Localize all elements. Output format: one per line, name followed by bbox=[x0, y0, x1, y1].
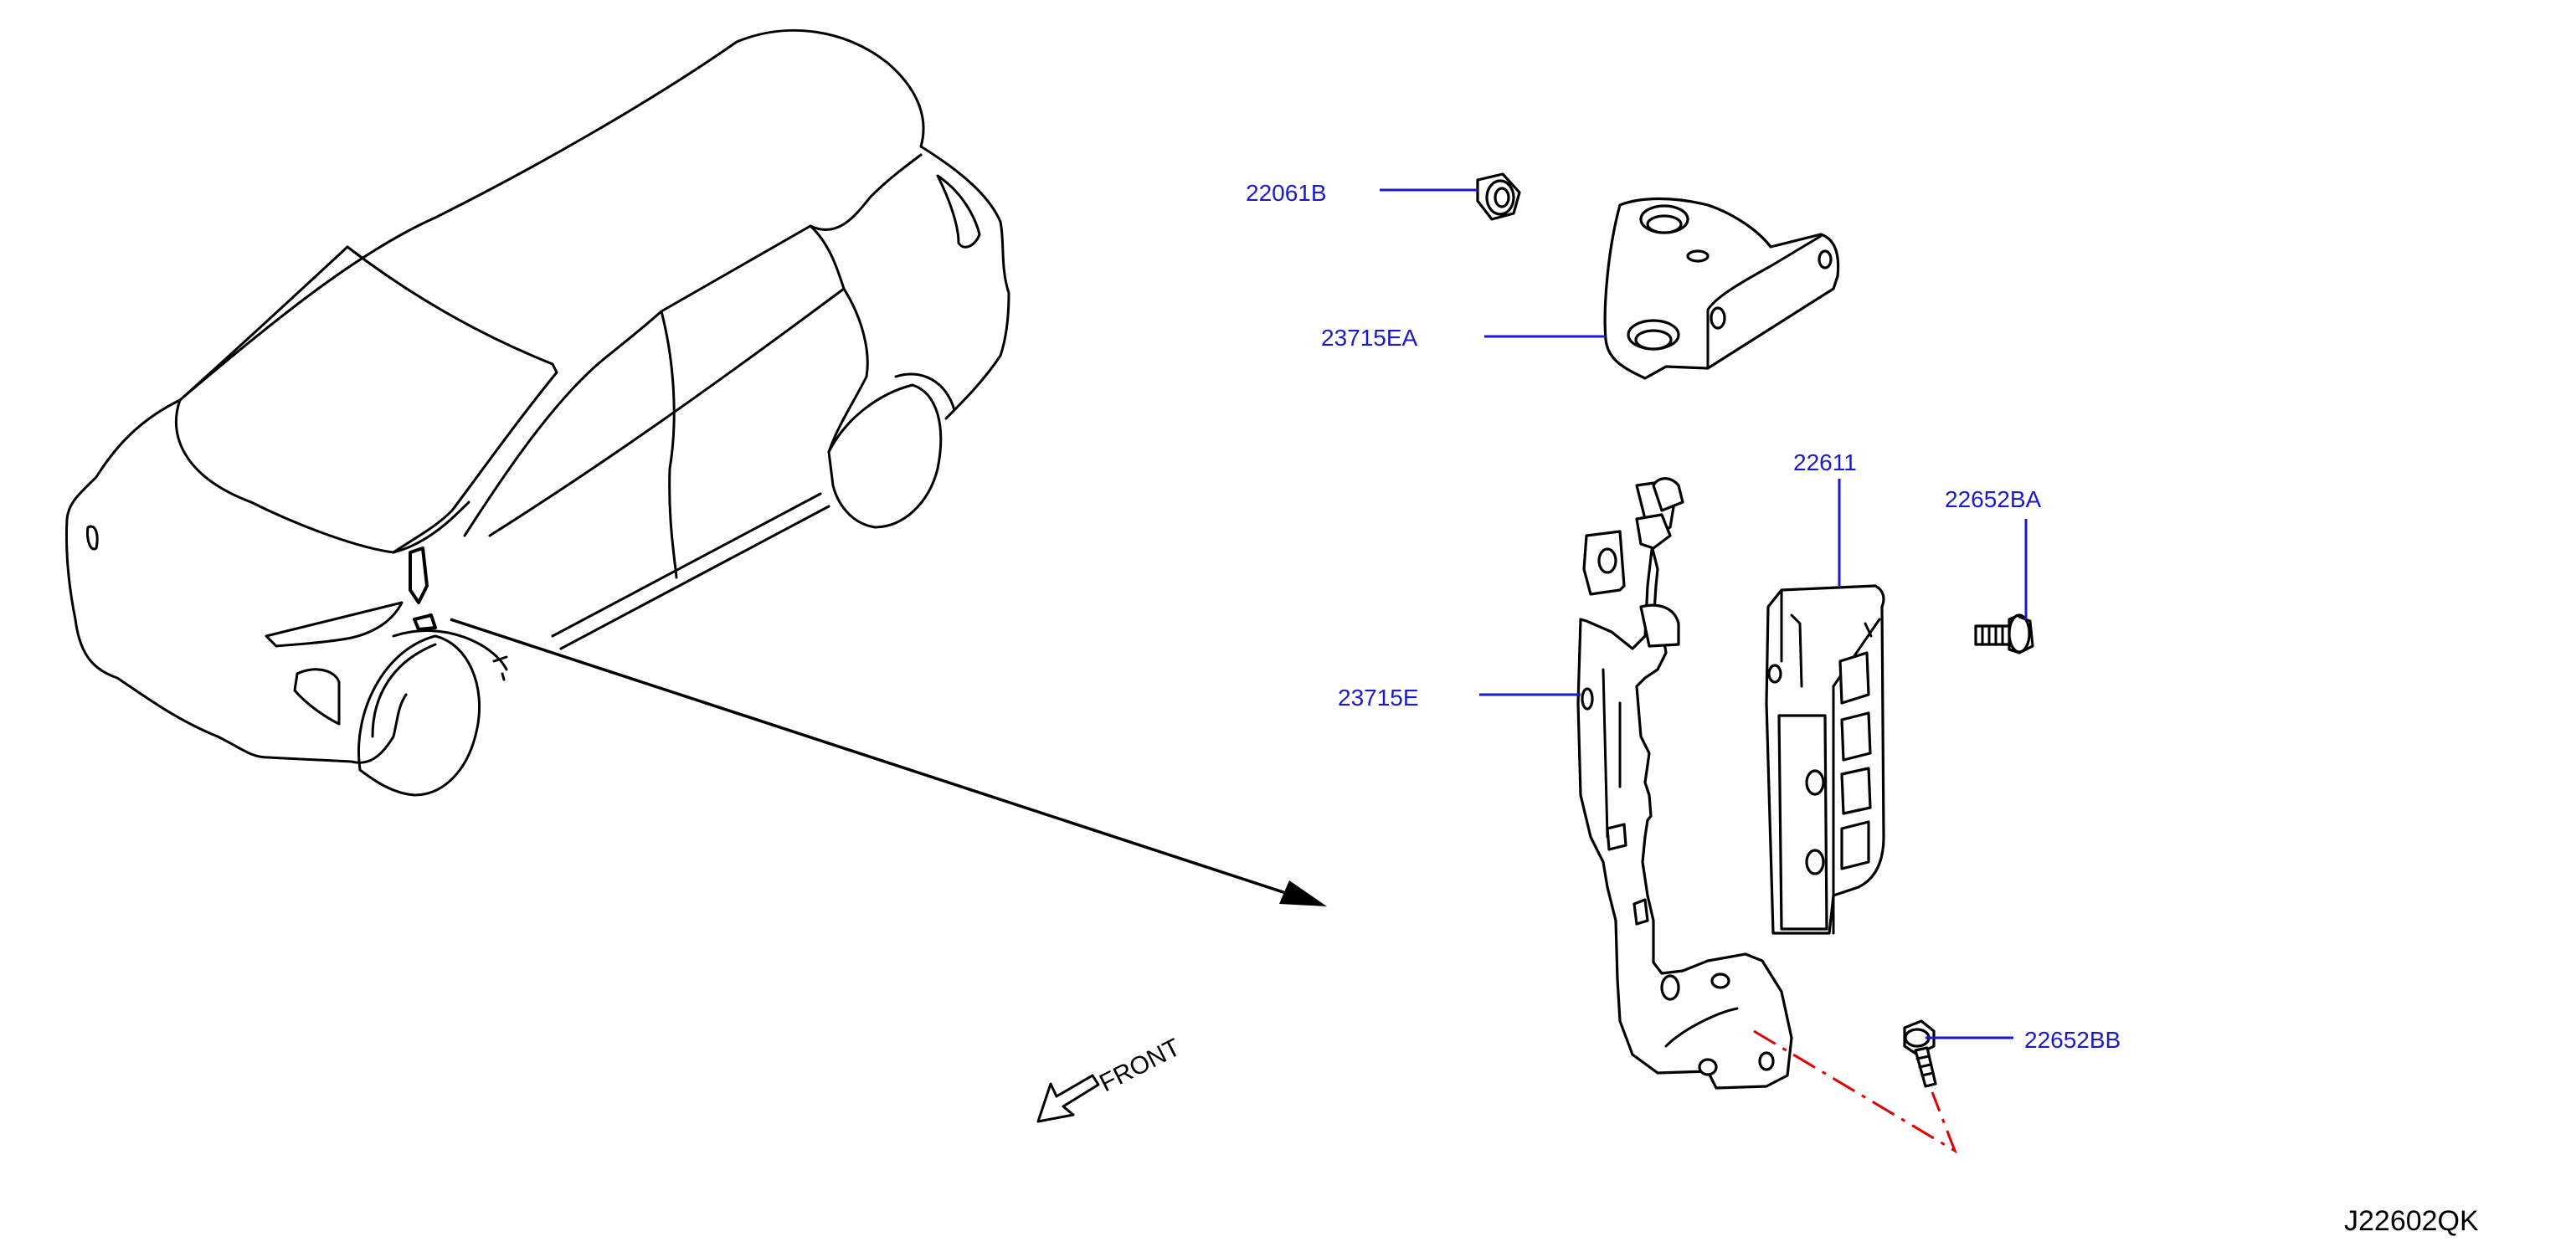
vehicle-door-line-1 bbox=[660, 310, 678, 579]
part-bolt-upper bbox=[1974, 613, 2034, 654]
vehicle-front-wheel-arch bbox=[371, 629, 508, 738]
callout-label-upper-bracket: 23715EA bbox=[1321, 325, 1418, 351]
callout-label-nut: 22061B bbox=[1246, 180, 1327, 206]
callout-label-sensor: 22611 bbox=[1793, 449, 1857, 475]
vehicle-rear-window bbox=[809, 153, 923, 232]
vehicle-rear-wheel-arch bbox=[894, 372, 956, 412]
diagram-code: J22602QK bbox=[2344, 1205, 2479, 1237]
vehicle-front-door bbox=[463, 224, 846, 537]
vehicle-fog-lamp bbox=[293, 668, 341, 726]
vehicle-fender-mark bbox=[492, 655, 508, 681]
callout-label-bolt-upper: 22652BA bbox=[1945, 486, 2042, 512]
assembly-hint-line bbox=[1753, 1029, 1957, 1154]
vehicle-rear-wheel bbox=[827, 383, 943, 529]
callout-label-main-bracket: 23715E bbox=[1338, 685, 1419, 711]
part-nut bbox=[1476, 172, 1521, 221]
vehicle-belt-line bbox=[488, 287, 846, 537]
vehicle-door-line-2 bbox=[827, 287, 869, 454]
front-direction-indicator: FRONT bbox=[1036, 1034, 1185, 1123]
vehicle-side-mirror bbox=[86, 525, 99, 551]
vehicle-front-fascia bbox=[64, 398, 408, 764]
vehicle-sensor-location bbox=[409, 547, 437, 631]
part-sensor bbox=[1765, 584, 1885, 935]
vehicle-tail-light bbox=[936, 174, 981, 249]
vehicle-rear-end bbox=[919, 145, 1010, 420]
vehicle-grille bbox=[265, 601, 404, 648]
part-bolt-lower bbox=[1903, 1019, 1937, 1088]
front-label: FRONT bbox=[1095, 1034, 1185, 1097]
part-upper-bracket bbox=[1603, 197, 1840, 380]
callout-label-bolt-lower: 22652BB bbox=[2024, 1027, 2121, 1053]
vehicle-rocker-panel bbox=[551, 492, 830, 650]
vehicle-windshield bbox=[346, 245, 558, 554]
vehicle-front-wheel bbox=[357, 634, 481, 797]
front-arrow-icon bbox=[1036, 1074, 1100, 1123]
vehicle-hood bbox=[174, 398, 470, 554]
vehicle-illustration bbox=[64, 28, 1010, 797]
part-main-bracket bbox=[1576, 477, 1793, 1090]
vehicle-windshield-top bbox=[178, 245, 349, 402]
vehicle-roof-line bbox=[178, 28, 925, 402]
detail-arrow bbox=[450, 618, 1327, 906]
